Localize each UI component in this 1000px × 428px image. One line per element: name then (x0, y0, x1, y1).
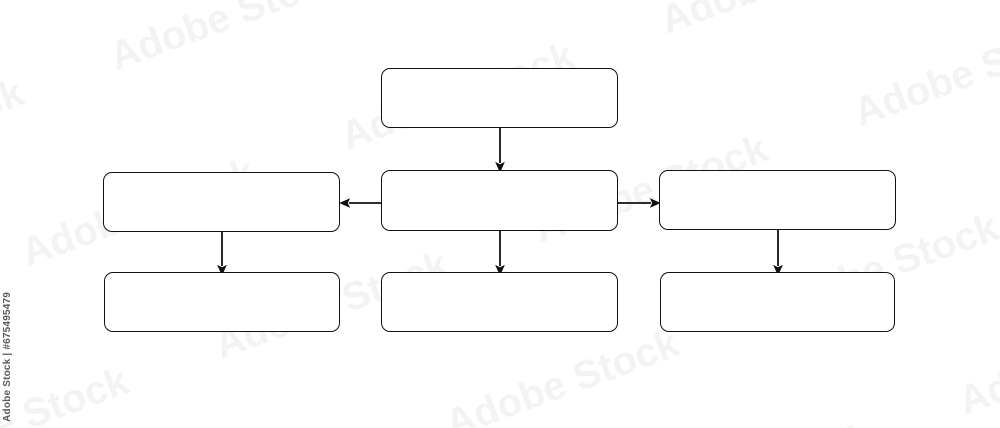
node-top[interactable] (381, 68, 618, 128)
node-top-label (382, 69, 617, 127)
node-bottom-left-label (105, 273, 339, 331)
node-bottom-right[interactable] (660, 272, 895, 332)
node-bottom-left[interactable] (104, 272, 340, 332)
node-bottom-right-label (661, 273, 894, 331)
node-middle-center-label (382, 171, 617, 230)
node-middle-right[interactable] (659, 170, 896, 230)
stock-credit-label: Adobe Stock | #675495479 (2, 292, 13, 422)
node-bottom-center-label (382, 273, 617, 331)
node-middle-right-label (660, 171, 895, 229)
node-middle-left-label (104, 173, 339, 231)
node-middle-left[interactable] (103, 172, 340, 232)
node-bottom-center[interactable] (381, 272, 618, 332)
node-middle-center[interactable] (381, 170, 618, 231)
